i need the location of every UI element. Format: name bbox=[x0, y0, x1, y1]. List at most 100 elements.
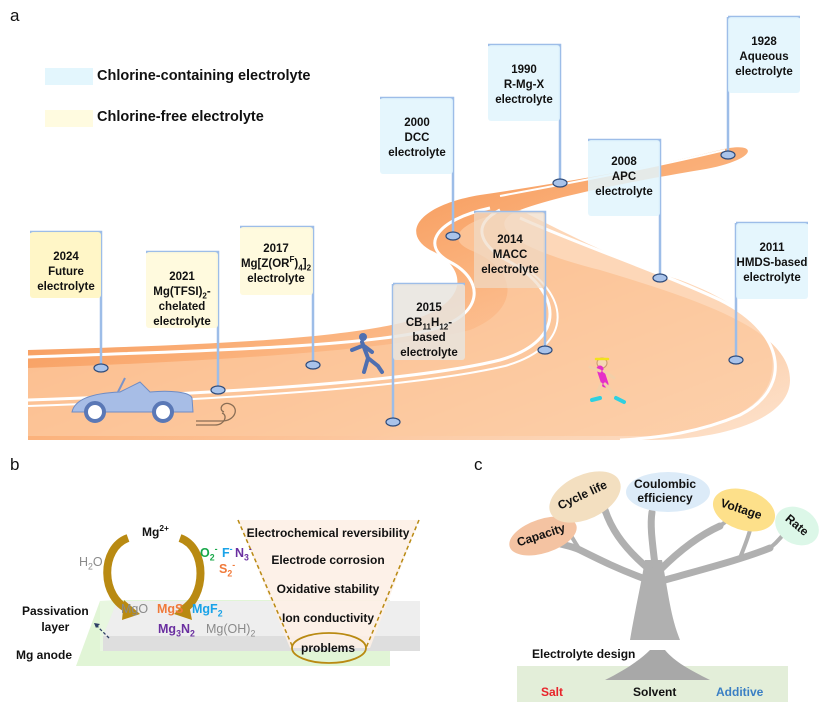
layer-pointer-head bbox=[94, 623, 100, 628]
milestone-year: 1990 bbox=[511, 64, 537, 76]
problems-funnel bbox=[238, 520, 419, 648]
milestone-text-1928: 1928 Aqueous electrolyte bbox=[735, 35, 793, 80]
milestone-text-2017: 2017 Mg[Z(ORF)4]2 electrolyte bbox=[241, 242, 311, 287]
problem-item: Electrode corrosion bbox=[271, 553, 385, 567]
milestone-year: 2017 bbox=[263, 243, 289, 255]
milestone-card-2024 bbox=[30, 232, 101, 298]
milestone-name: CB11H12- bbox=[405, 317, 453, 332]
pin-2000 bbox=[445, 231, 461, 241]
milestone-card-2008 bbox=[588, 140, 660, 216]
arrow-left-head bbox=[122, 600, 140, 620]
pin-2021 bbox=[210, 385, 226, 395]
milestone-text-2011: 2011 HMDS-based electrolyte bbox=[737, 241, 808, 286]
twig bbox=[738, 528, 752, 560]
problem-item: Oxidative stability bbox=[276, 582, 380, 596]
milestone-name: APC bbox=[611, 171, 637, 183]
milestone-suffix: electrolyte bbox=[743, 272, 801, 284]
milestone-suffix: based bbox=[412, 332, 446, 344]
milestone-year: 1928 bbox=[751, 36, 777, 48]
panel-c-letter: c bbox=[474, 455, 483, 474]
o2-anion: O2- bbox=[200, 543, 218, 563]
legend-swatch-chlorine-containing bbox=[45, 68, 93, 85]
problems-title: problems bbox=[300, 641, 356, 655]
milestone-text-1990: 1990 R-Mg-X electrolyte bbox=[495, 63, 553, 108]
milestone-card-2011 bbox=[736, 223, 808, 299]
milestone-name: Future bbox=[48, 266, 84, 278]
milestone-year: 2000 bbox=[404, 117, 430, 129]
milestone-suffix: electrolyte bbox=[247, 273, 305, 285]
milestone-suffix: electrolyte bbox=[495, 94, 553, 106]
funnel-right-edge bbox=[365, 519, 420, 649]
leaf-coulombic bbox=[626, 472, 710, 512]
mgf2-product: MgF2 bbox=[192, 602, 223, 619]
pin-2011 bbox=[728, 355, 744, 365]
panel-a-letter: a bbox=[10, 6, 20, 25]
pin-2017 bbox=[305, 360, 321, 370]
milestone-card-2015 bbox=[393, 284, 465, 360]
root-solvent: Solvent bbox=[633, 685, 677, 699]
runner-man-icon bbox=[588, 357, 626, 404]
milestone-name: HMDS-based bbox=[736, 257, 808, 269]
milestone-year: 2015 bbox=[416, 302, 442, 314]
milestone-name: Aqueous bbox=[739, 51, 789, 63]
root-additive: Additive bbox=[716, 685, 764, 699]
milestone-suffix: electrolyte bbox=[37, 281, 95, 293]
milestone-suffix: electrolyte bbox=[735, 66, 793, 78]
layer-pointer-arrow bbox=[95, 624, 110, 639]
n3-anion: N3- bbox=[235, 543, 252, 563]
milestone-card-1928 bbox=[728, 17, 800, 93]
milestone-name: MACC bbox=[492, 249, 528, 261]
runner-woman-icon bbox=[350, 333, 384, 374]
legend-label-chlorine-free: Chlorine-free electrolyte bbox=[97, 109, 264, 125]
mgs-product: MgS bbox=[157, 602, 184, 616]
milestone-text-2008: 2008 APC electrolyte bbox=[595, 155, 653, 200]
mgo-product: MgO bbox=[121, 602, 149, 616]
mg-ion-label: Mg2+ bbox=[142, 523, 169, 539]
milestone-name: DCC bbox=[404, 132, 430, 144]
s2-anion: S2- bbox=[219, 559, 236, 579]
arrow-right-head bbox=[174, 600, 192, 620]
milestone-card-2017 bbox=[240, 227, 313, 295]
wind-swirl-icon bbox=[196, 402, 236, 426]
root-salt: Salt bbox=[541, 685, 564, 699]
milestone-year: 2024 bbox=[53, 251, 79, 263]
milestone-year: 2008 bbox=[611, 156, 637, 168]
tree-roots bbox=[605, 650, 710, 680]
mg3n2-product: Mg3N2 bbox=[158, 622, 195, 639]
lane-line-4 bbox=[519, 216, 777, 440]
milestone-suffix: electrolyte bbox=[481, 264, 539, 276]
problem-item: Ion conductivity bbox=[281, 611, 375, 625]
pin-2024 bbox=[93, 363, 109, 373]
milestone-suffix-2: electrolyte bbox=[153, 316, 211, 328]
legend-label-chlorine-containing: Chlorine-containing electrolyte bbox=[97, 68, 311, 84]
problems-ellipse bbox=[291, 632, 367, 664]
car-icon bbox=[71, 377, 194, 423]
leaf-cycle-life bbox=[549, 471, 621, 523]
problem-item: Electrochemical reversibility bbox=[246, 526, 410, 540]
electrolyte-design-title: Electrolyte design bbox=[532, 647, 636, 661]
milestone-text-2021: 2021 Mg(TFSI)2- chelated electrolyte bbox=[153, 270, 211, 330]
milestone-year: 2014 bbox=[497, 234, 523, 246]
milestone-card-2000 bbox=[380, 98, 453, 174]
milestone-suffix: electrolyte bbox=[595, 186, 653, 198]
panel-b-letter: b bbox=[10, 455, 20, 474]
branch-rate bbox=[661, 544, 774, 584]
h2o-label: H2O bbox=[79, 555, 103, 572]
milestone-year: 2021 bbox=[169, 271, 195, 283]
milestone-year: 2011 bbox=[759, 242, 785, 254]
branch-voltage bbox=[656, 522, 724, 574]
pin-2008 bbox=[652, 273, 668, 283]
passivation-layer-side bbox=[100, 601, 117, 651]
branch-cycle bbox=[601, 506, 654, 574]
leaf-rate bbox=[775, 506, 819, 546]
milestone-text-2024: 2024 Future electrolyte bbox=[37, 250, 95, 295]
pin-2015 bbox=[385, 417, 401, 427]
pin-1928 bbox=[720, 150, 736, 160]
pin-2014 bbox=[537, 345, 553, 355]
milestone-text-2014: 2014 MACC electrolyte bbox=[481, 233, 539, 278]
road-inner bbox=[28, 210, 773, 436]
milestone-name: Mg(TFSI)2- bbox=[153, 286, 211, 301]
